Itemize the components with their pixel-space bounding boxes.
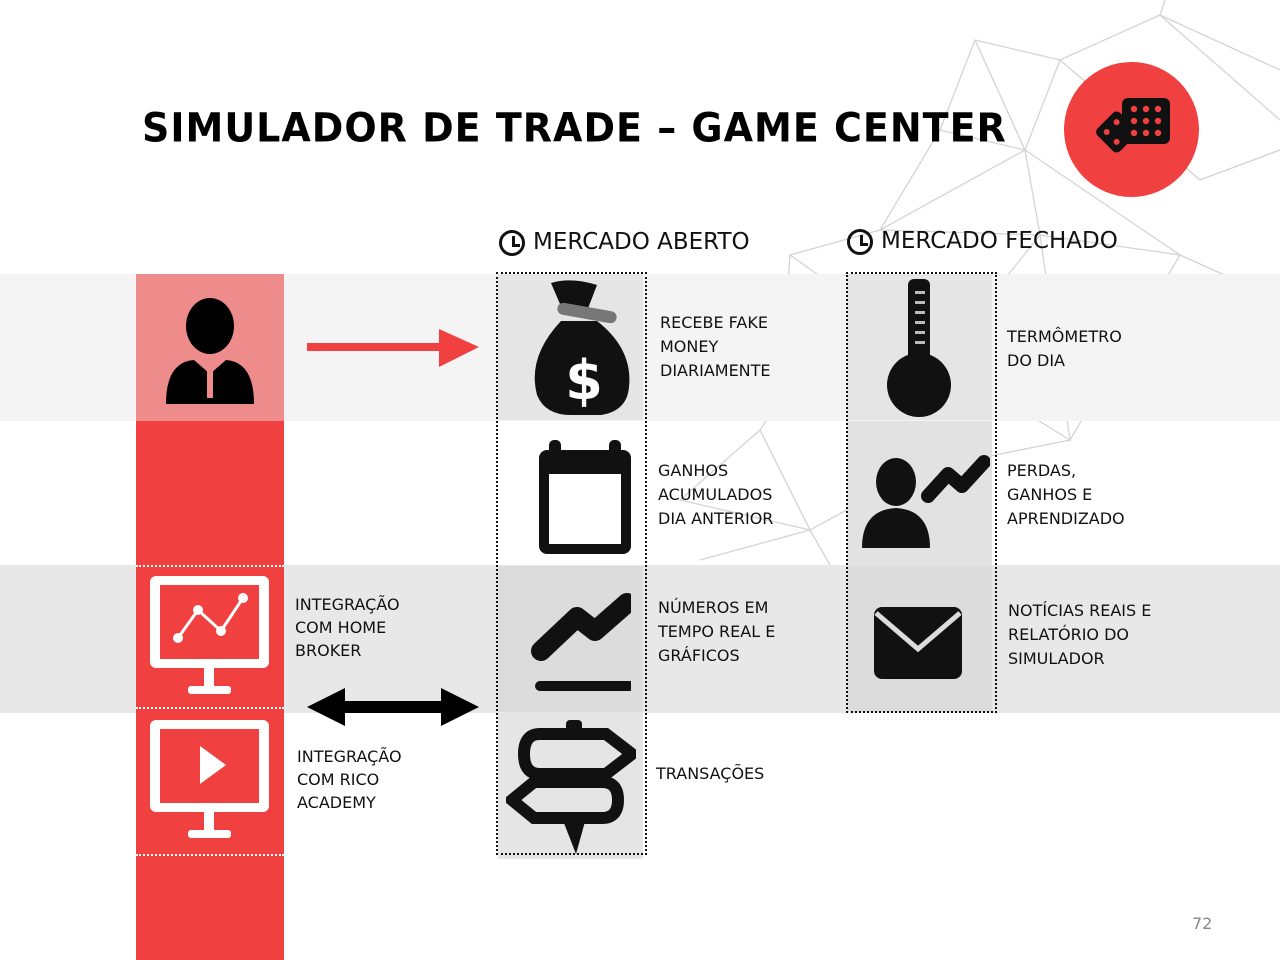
play-monitor-icon — [150, 720, 269, 838]
user-icon — [166, 298, 254, 404]
envelope-icon — [873, 607, 962, 679]
trend-line-icon — [530, 593, 631, 691]
label-ganhos-acumulados: GANHOS ACUMULADOS DIA ANTERIOR — [658, 461, 774, 528]
label-termometro: TERMÔMETRO DO DIA — [1007, 327, 1122, 370]
open-cell-money: $ — [498, 274, 643, 420]
closed-cell-thermometer — [847, 274, 992, 420]
label-transacoes: TRANSAÇÕES — [656, 764, 765, 783]
page-title: SIMULADOR DE TRADE – GAME CENTER — [142, 104, 1007, 152]
clock-icon — [847, 229, 873, 255]
header-mercado-aberto: MERCADO ABERTO — [533, 229, 750, 255]
open-cell-calendar — [498, 421, 643, 567]
left-item-user — [136, 274, 284, 421]
label-noticias: NOTÍCIAS REAIS E RELATÓRIO DO SIMULADOR — [1008, 601, 1152, 668]
header-mercado-fechado: MERCADO FECHADO — [881, 228, 1118, 254]
money-bag-icon: $ — [534, 280, 629, 415]
label-perdas-ganhos: PERDAS, GANHOS E APRENDIZADO — [1007, 461, 1125, 528]
label-fake-money: RECEBE FAKE MONEY DIARIAMENTE — [660, 313, 771, 380]
closed-cell-user-trend — [847, 421, 992, 567]
divider — [136, 854, 284, 856]
page-number: 72 — [1192, 914, 1213, 933]
thermometer-icon — [886, 278, 951, 417]
closed-column — [847, 274, 993, 712]
open-cell-signpost — [498, 713, 643, 859]
label-rico-academy: INTEGRAÇÃO COM RICO ACADEMY — [297, 747, 402, 812]
divider — [136, 565, 284, 567]
svg-text:$: $ — [565, 349, 603, 412]
closed-cell-envelope — [847, 566, 992, 712]
left-item-rico-academy — [136, 710, 284, 852]
label-home-broker: INTEGRAÇÃO COM HOME BROKER — [295, 595, 400, 660]
open-cell-trend — [498, 566, 643, 712]
label-numeros: NÚMEROS EM TEMPO REAL E GRÁFICOS — [658, 598, 776, 665]
double-arrow-icon — [307, 688, 479, 726]
clock-icon — [499, 230, 525, 256]
closed-column-frame — [846, 272, 997, 713]
signpost-icon — [505, 720, 636, 854]
user-trend-icon — [861, 455, 990, 548]
flow-arrow-icon — [307, 329, 479, 367]
dice-icon — [1096, 98, 1170, 153]
open-column-frame — [496, 272, 647, 855]
open-column: $ — [498, 274, 644, 859]
left-item-home-broker — [136, 566, 284, 706]
divider — [136, 707, 284, 709]
chart-monitor-icon — [150, 576, 269, 694]
dice-badge — [1064, 62, 1199, 197]
calendar-icon — [538, 440, 631, 554]
